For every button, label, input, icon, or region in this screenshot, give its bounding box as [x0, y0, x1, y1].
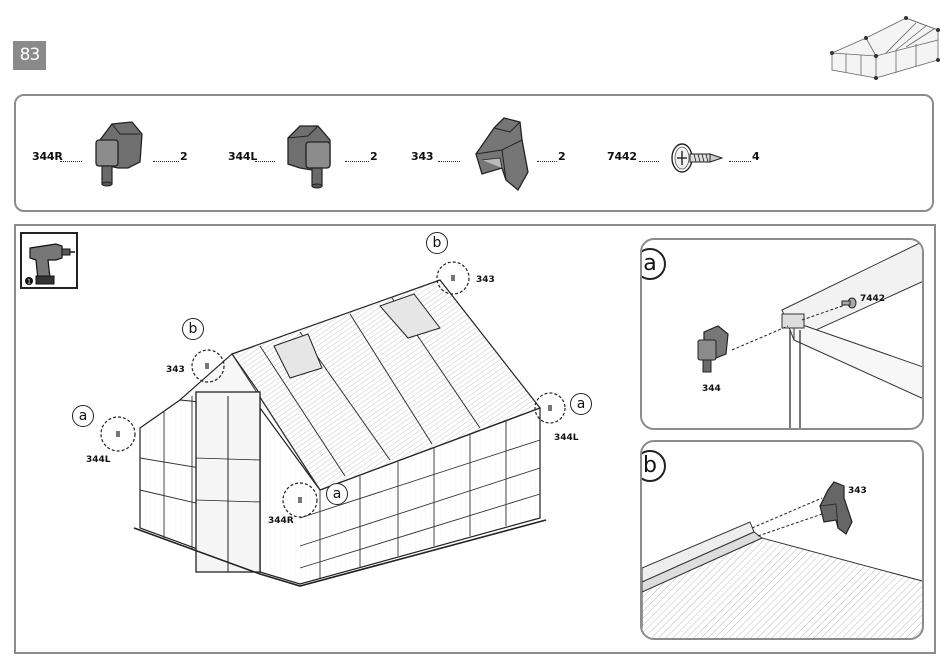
greenhouse-illustration: [60, 228, 620, 648]
clip-344R-icon: [92, 118, 148, 188]
callout-a-front: a: [326, 483, 348, 505]
clip-344L-icon: [282, 120, 338, 190]
leader-dots: [345, 161, 369, 162]
tag-344R-front: 344R: [268, 516, 294, 526]
callout-b-left: b: [182, 318, 204, 340]
callout-b-right: b: [426, 232, 448, 254]
tag-344L-right: 344L: [554, 433, 579, 443]
part-qty: 4: [752, 150, 760, 163]
part-code: 344L: [228, 150, 257, 163]
detail-b-part: 343: [848, 486, 867, 496]
detail-b-panel: b 343: [640, 440, 924, 640]
tag-344L-left: 344L: [86, 455, 111, 465]
svg-text:1: 1: [27, 279, 31, 286]
part-code: 344R: [32, 150, 63, 163]
leader-dots: [639, 161, 659, 162]
part-qty: 2: [558, 150, 566, 163]
part-qty: 2: [180, 150, 188, 163]
leader-dots: [153, 161, 179, 162]
leader-dots: [729, 161, 751, 162]
detail-a-illustration: [642, 240, 924, 430]
detail-a-part-screw: 7442: [860, 294, 885, 304]
detail-a-part-clip: 344: [702, 384, 721, 394]
detail-a-panel: a 344 7442: [640, 238, 924, 430]
step-number-badge: 83: [13, 41, 46, 70]
greenhouse-thumbnail-icon: [826, 8, 944, 88]
callout-a-right: a: [570, 393, 592, 415]
leader-dots: [255, 161, 275, 162]
part-code: 7442: [607, 150, 637, 163]
part-qty: 2: [370, 150, 378, 163]
leader-dots: [537, 161, 557, 162]
leader-dots: [438, 161, 460, 162]
leader-dots: [60, 161, 82, 162]
screw-7442-icon: [668, 140, 724, 176]
tag-343-left: 343: [166, 365, 185, 375]
cap-343-icon: [468, 114, 532, 194]
part-code: 343: [411, 150, 433, 163]
detail-b-illustration: [642, 442, 924, 640]
tag-343-right: 343: [476, 275, 495, 285]
callout-a-left: a: [72, 405, 94, 427]
